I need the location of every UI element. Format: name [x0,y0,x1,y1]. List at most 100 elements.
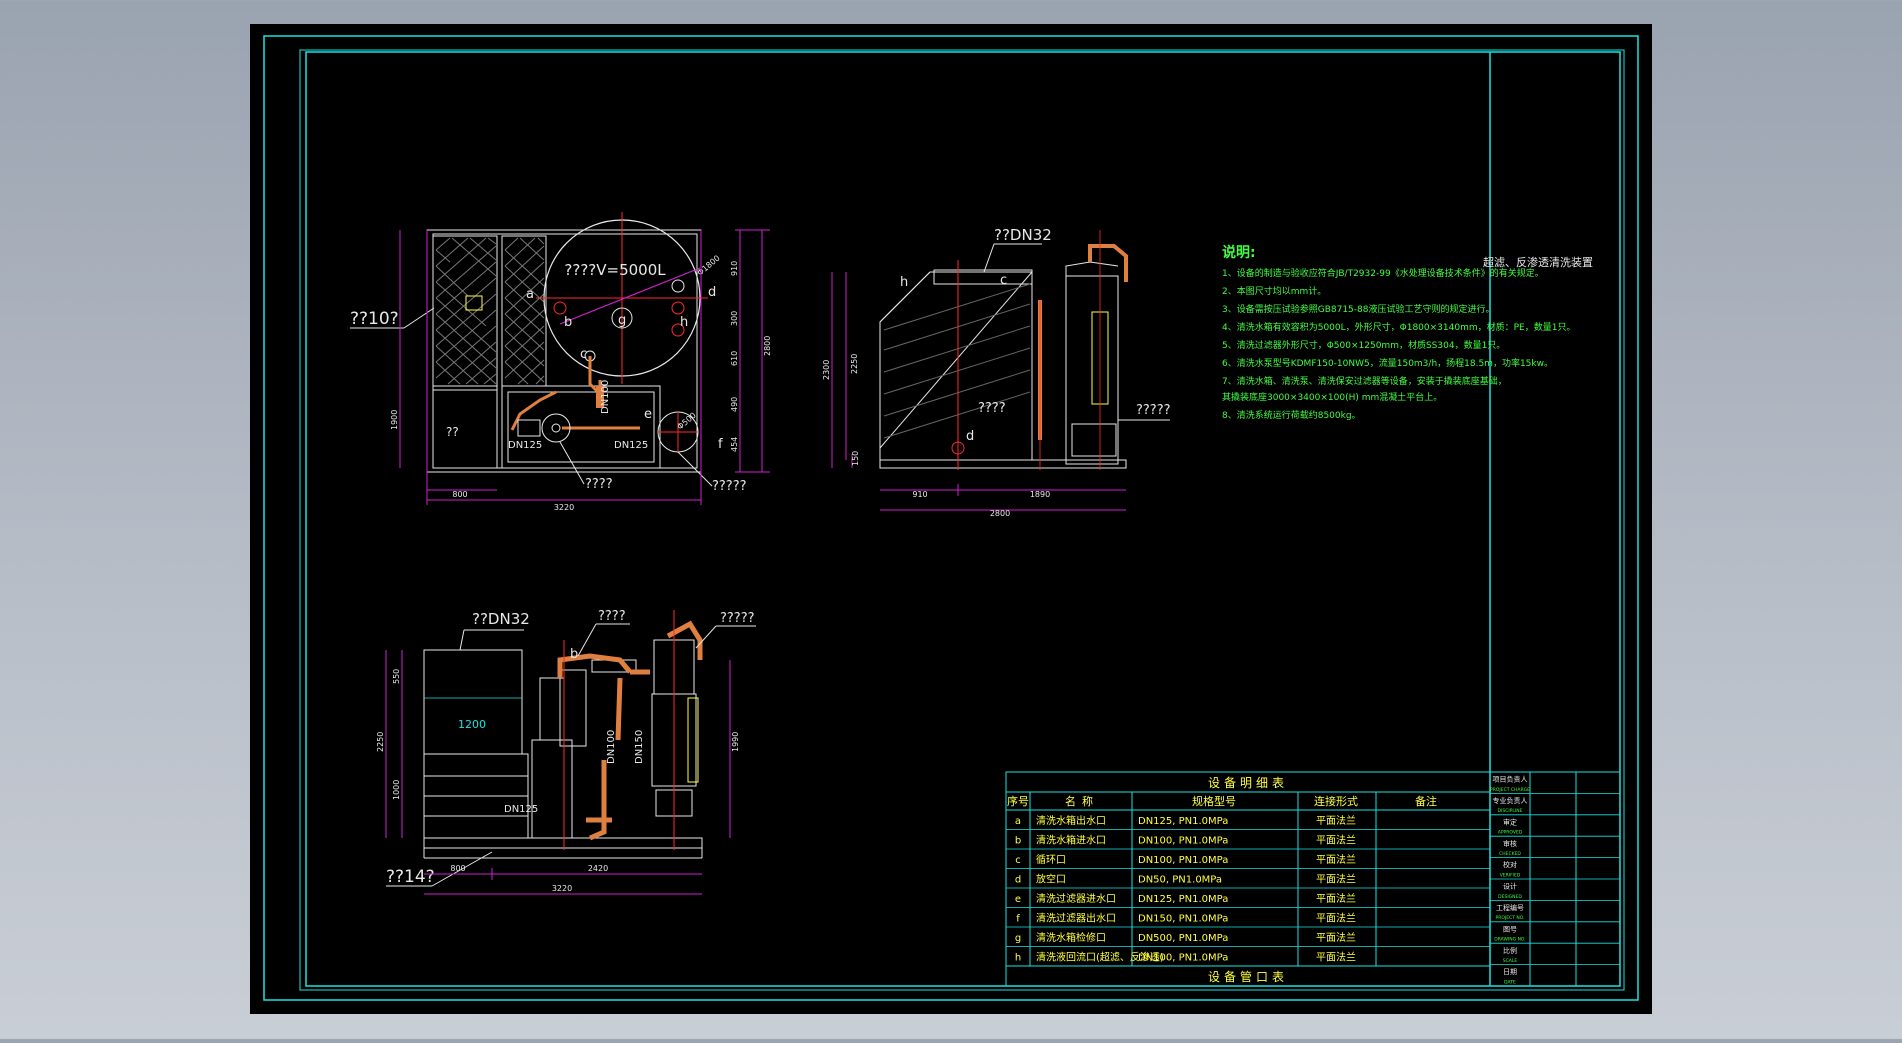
front-dim-right-1: 1990 [731,732,740,752]
plan-dim-left-1: 1900 [390,410,399,430]
table-cell: 平面法兰 [1316,814,1356,827]
front-callout-top: ??DN32 [472,610,530,628]
table-title: 设备明细表 [1208,776,1288,790]
drawing-title: 超滤、反渗透清洗装置 [1483,255,1593,269]
revision-label: 比例 [1503,946,1517,955]
side-dim-left-2: 2250 [850,354,859,374]
front-dn-label-2: DN100 [606,730,617,764]
table-cell: 清洗过滤器出水口 [1036,912,1116,925]
front-callout-2: ???? [598,609,626,624]
table-cell: c [1015,855,1021,866]
side-port-d: d [966,429,974,444]
table-cell: 放空口 [1036,873,1066,886]
front-callout-bottom: ??14? [386,867,435,887]
revision-label: 专业负责人 [1493,796,1528,805]
front-dim-bottom-2: 2420 [588,864,608,873]
port-d: d [708,285,716,300]
table-cell: h [1015,953,1021,964]
table-cell: 平面法兰 [1316,834,1356,847]
note-line: 其撬装底座3000×3400×100(H) mm混凝土平台上。 [1222,391,1442,403]
note-line: 2、本图尺寸均以mm计。 [1222,285,1326,297]
header-spec: 规格型号 [1192,794,1236,808]
front-dim-left-2: 2250 [376,732,385,752]
revision-label-en: DESIGNED [1498,894,1522,900]
table-cell: 平面法兰 [1316,912,1356,925]
table-cell: d [1015,875,1021,886]
front-dn-label-1: DN125 [504,804,538,815]
plan-dim-bottom-2: 3220 [554,503,574,512]
front-dim-bottom-3: 3220 [552,884,572,893]
note-line: 4、清洗水箱有效容积为5000L，外形尺寸，Φ1800×3140mm，材质：PE… [1222,321,1575,333]
port-g: g [618,313,626,328]
plan-dn-label-3: DN125 [614,440,648,451]
table-cell: 平面法兰 [1316,873,1356,886]
side-dim-bottom-2: 1890 [1030,490,1050,499]
plan-dim-right-5: 454 [730,437,739,452]
table-cell: DN150, PN1.0MPa [1138,914,1228,925]
front-dim-bottom-1: 800 [450,864,465,873]
side-dim-bottom-1: 910 [912,490,927,499]
plan-dim-right-1: 910 [730,261,739,276]
port-e: e [644,407,652,422]
table-cell: DN50, PN1.0MPa [1138,875,1222,886]
table-cell: DN100, PN1.0MPa [1138,855,1228,866]
table-cell: DN125, PN1.0MPa [1138,894,1228,905]
border-frame [263,35,1639,1001]
notes-heading: 说明: [1222,244,1256,261]
table-cell: 循环口 [1036,853,1066,866]
plan-dn-label-1: DN125 [508,440,542,451]
table-cell: DN500, PN1.0MPa [1138,933,1228,944]
revision-label-en: PROJECT CHARGE [1490,787,1530,793]
table-cell: DN125, PN1.0MPa [1138,816,1228,827]
revision-label-en: CHECKED [1499,851,1521,857]
revision-label-en: DATE [1504,979,1516,985]
note-line: 7、清洗水箱、清洗泵、清洗保安过滤器等设备，安装于撬装底座基础， [1222,375,1507,387]
front-callout-3: ????? [720,611,755,626]
note-line: 8、清洗系统运行荷载约8500kg。 [1222,409,1361,421]
table-cell: a [1015,816,1021,827]
front-view: ??DN32 ???? ????? ??14? 1200 DN125 DN100… [376,609,756,895]
port-a: a [526,287,534,302]
side-dim-left-1: 2300 [822,360,831,380]
revision-label: 项目负责人 [1493,775,1528,784]
revision-label: 日期 [1503,968,1517,976]
front-dim-left-1: 550 [392,669,401,684]
plan-callout-left: ??10? [350,309,399,329]
port-h: h [680,315,688,330]
plan-dim-right-3: 610 [730,351,739,366]
side-dim-bottom-3: 2800 [990,509,1010,518]
plan-callout-bottom-1: ???? [585,477,613,492]
plan-dim-right-6: 2800 [763,336,772,356]
table-cell: 清洗过滤器进水口 [1036,892,1116,905]
revision-label-en: SCALE [1503,958,1518,964]
table-cell: e [1015,894,1021,905]
table-cell: 清洗液回流口(超滤、反渗透) [1036,951,1164,964]
table-cell: 平面法兰 [1316,931,1356,944]
revision-label-en: APPROVED [1498,830,1523,836]
revision-label: 审核 [1503,839,1517,848]
side-callout-right: ????? [1136,403,1171,418]
table-cell: DN100, PN1.0MPa [1138,953,1228,964]
port-b: b [564,315,572,330]
revision-label: 设计 [1503,882,1517,891]
plan-callout-bottom-2: ????? [712,479,747,494]
note-line: 3、设备需按压试验参照GB8715-88液压试验工艺守则的规定进行。 [1222,303,1494,315]
table-cell: 平面法兰 [1316,892,1356,905]
table-cell: 清洗水箱出水口 [1036,814,1106,827]
table-cell: 清洗水箱检修口 [1036,931,1106,944]
port-c: c [580,347,587,362]
plan-view: ????V=5000L ??10? ?? ???? ????? DN125 DN… [350,212,772,512]
plan-dn-label-2: DN100 [600,380,611,414]
port-f: f [718,437,723,452]
table-cell: 清洗水箱进水口 [1036,834,1106,847]
revision-label-en: DRAWING NO. [1494,937,1525,943]
header-name: 名称 [1065,794,1099,808]
plan-dim-bottom-1: 800 [452,490,467,499]
header-remark: 备注 [1415,794,1437,808]
revision-label-en: VERIFIED [1500,872,1521,878]
note-line: 5、清洗过滤器外形尺寸，Φ500×1250mm，材质SS304，数量1只。 [1222,339,1505,351]
table-cell: b [1015,836,1021,847]
